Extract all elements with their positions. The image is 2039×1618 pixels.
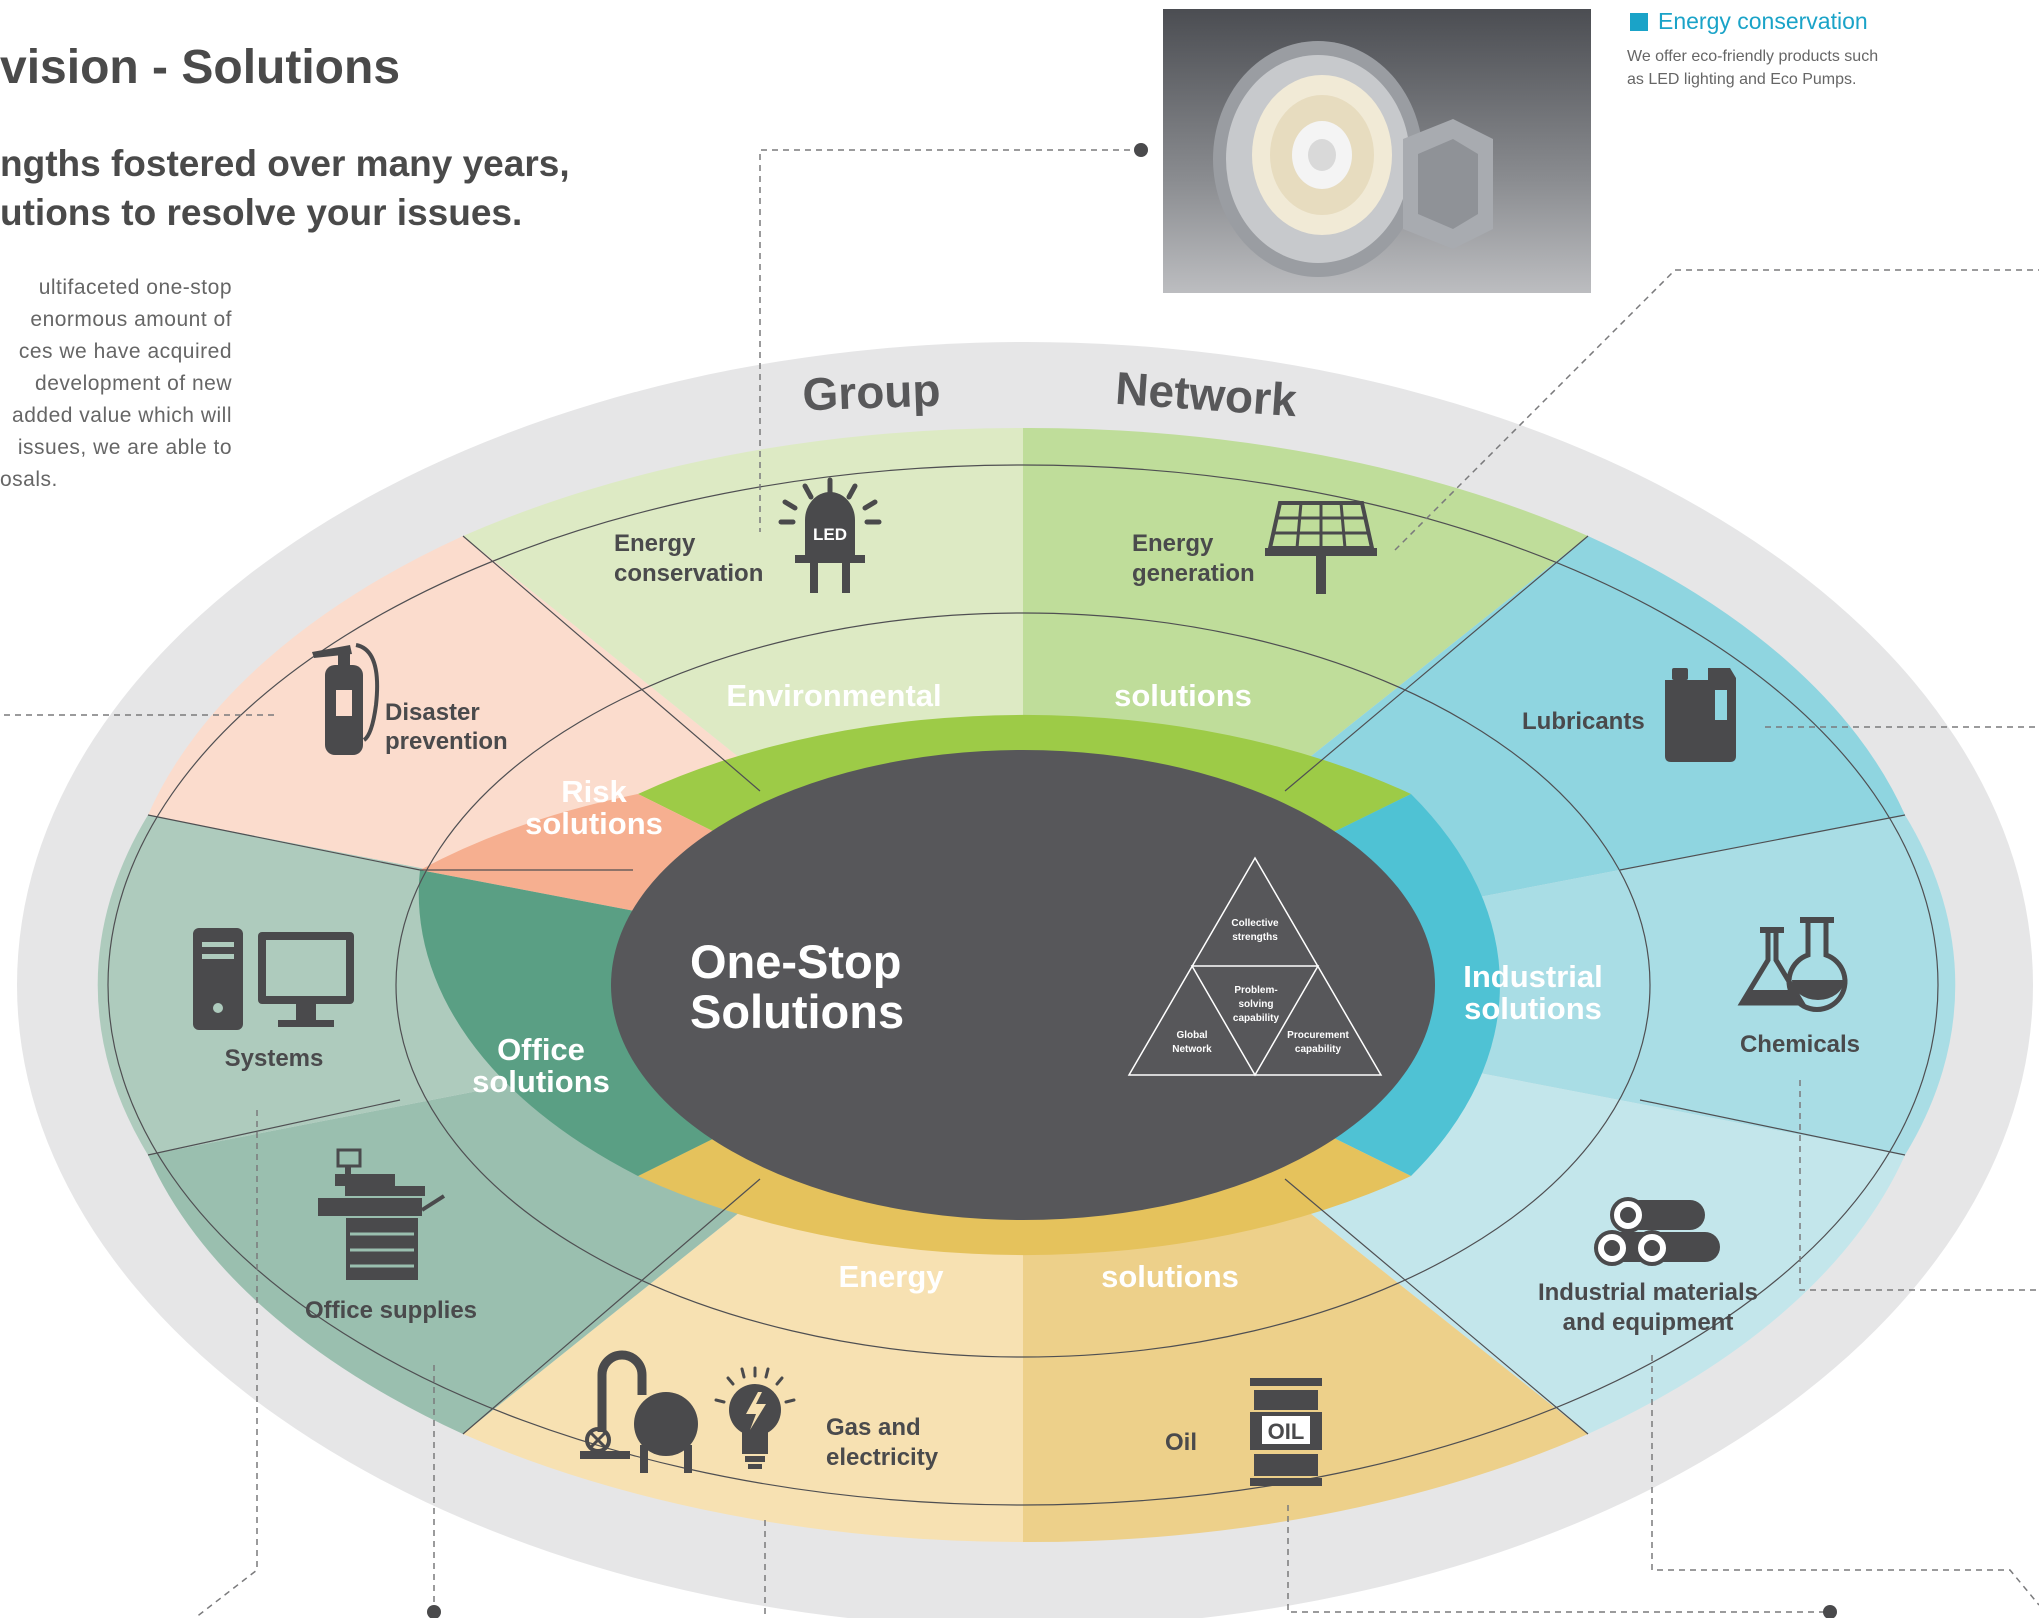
chemicals-label: Chemicals (1740, 1031, 1860, 1058)
network-label: Network (1114, 362, 1299, 427)
body-text-line: development of new (35, 372, 232, 395)
fire-extinguisher-icon (312, 643, 380, 755)
gas-electricity-label: Gas and (826, 1414, 921, 1441)
gas-electricity-label: electricity (826, 1444, 939, 1471)
center-hub (611, 750, 1435, 1220)
risk-solutions-label: solutions (525, 806, 663, 841)
segment-edges (107, 464, 1939, 1506)
oil-barrel-icon: OIL (1250, 1378, 1322, 1486)
callout-title: Energy conservation (1658, 8, 1868, 34)
disaster-prevention-label: Disaster (385, 699, 480, 726)
industrial-solutions-label: Industrial (1463, 959, 1603, 994)
energy-generation-label: Energy (1132, 530, 1214, 557)
triangle-label-problem: solving (1238, 999, 1273, 1010)
leader-lines (0, 149, 2039, 1618)
triangle-label-procurement: capability (1295, 1044, 1342, 1055)
triangle-label-procurement: Procurement (1287, 1030, 1349, 1041)
triangle-label-global: Global (1176, 1030, 1207, 1041)
lubricants-label: Lubricants (1522, 708, 1645, 735)
callout-square-icon (1630, 13, 1648, 31)
one-stop-title: Solutions (690, 985, 904, 1038)
triangle-label-global: Network (1172, 1044, 1212, 1055)
led-light-photo (1163, 9, 1591, 293)
led-lamp-icon: LED (778, 477, 882, 593)
triangle-label-collective: strengths (1232, 932, 1278, 943)
chemical-flasks-icon (1737, 917, 1848, 1013)
environmental-solutions-label: solutions (1114, 678, 1252, 713)
oil-badge: OIL (1268, 1419, 1305, 1444)
callout-desc-line: as LED lighting and Eco Pumps. (1627, 71, 1857, 88)
energy-conservation-label: Energy (614, 530, 696, 557)
leader-dot (1134, 143, 1148, 157)
office-solutions-label: solutions (472, 1064, 610, 1099)
industrial-materials-label: and equipment (1563, 1309, 1734, 1336)
body-text-line: osals. (0, 468, 58, 491)
light-bulb-icon (714, 1366, 796, 1469)
body-text-line: enormous amount of (30, 308, 232, 331)
energy-generation-label: generation (1132, 560, 1255, 587)
callout-description: We offer eco-friendly products such as L… (1627, 45, 1878, 91)
triangle-label-collective: Collective (1231, 918, 1279, 929)
body-text-line: ces we have acquired (18, 340, 232, 363)
strengths-triangle (1127, 856, 1383, 1077)
one-stop-title: One-Stop (690, 935, 901, 988)
industrial-materials-label: Industrial materials (1538, 1279, 1758, 1306)
page-title: vision - Solutions (0, 41, 401, 94)
triangle-label-problem: Problem- (1234, 985, 1277, 996)
energy-solutions-label: solutions (1101, 1259, 1239, 1294)
office-supplies-label: Office supplies (305, 1297, 477, 1324)
computer-icon (193, 928, 354, 1030)
energy-conservation-label: conservation (614, 560, 763, 587)
led-badge: LED (813, 525, 847, 544)
leader-dot (427, 1605, 441, 1618)
body-text-line: issues, we are able to (17, 436, 232, 459)
pipes-icon (1594, 1197, 1720, 1266)
copier-icon (318, 1148, 446, 1280)
office-solutions-label: Office (497, 1032, 585, 1067)
headline-line-1: ngths fostered over many years, (0, 143, 570, 184)
headline-line-2: utions to resolve your issues. (0, 192, 523, 233)
body-text-line: added value which will (12, 404, 232, 427)
risk-solutions-label: Risk (561, 774, 627, 809)
lubricant-can-icon (1665, 668, 1736, 762)
oil-label: Oil (1165, 1429, 1197, 1456)
leader-dot (1823, 1605, 1837, 1618)
triangle-label-problem: capability (1233, 1013, 1280, 1024)
energy-solutions-label: Energy (838, 1259, 944, 1294)
solar-panel-icon (1265, 501, 1377, 594)
group-label: Group (802, 364, 942, 421)
gas-tank-icon (580, 1350, 698, 1473)
callout-desc-line: We offer eco-friendly products such (1627, 48, 1879, 65)
environmental-solutions-label: Environmental (726, 678, 941, 713)
industrial-solutions-label: solutions (1464, 991, 1602, 1026)
systems-label: Systems (225, 1045, 324, 1072)
body-text-line: ultifaceted one-stop (38, 276, 232, 299)
disaster-prevention-label: prevention (385, 728, 508, 755)
